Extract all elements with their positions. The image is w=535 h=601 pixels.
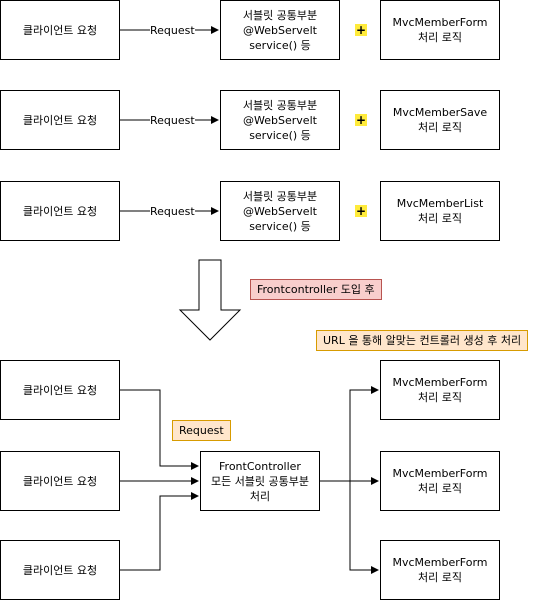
target-line: 처리 로직 (418, 212, 462, 225)
target-line: MvcMemberForm (392, 16, 488, 29)
transition-down-arrow (178, 259, 242, 341)
target-box-after-2: MvcMemberForm 처리 로직 (380, 451, 500, 511)
target-box-1: MvcMemberForm 처리 로직 (380, 0, 500, 60)
request-label-1: Request (150, 24, 195, 37)
servlet-line: @WebServelt (243, 113, 317, 127)
plus-sign-3: + (355, 204, 368, 218)
target-line: 처리 로직 (418, 571, 462, 584)
client-box-after-3: 클라이언트 요청 (0, 540, 120, 600)
servlet-line: 서블릿 공통부분 (242, 189, 318, 203)
servlet-line: service() 등 (249, 128, 311, 142)
frontcontroller-intro-tag: Frontcontroller 도입 후 (250, 279, 382, 300)
servlet-line: 서블릿 공통부분 (242, 98, 318, 112)
target-line: MvcMemberForm (392, 467, 488, 480)
servlet-box-2: 서블릿 공통부분 @WebServelt service() 등 (220, 90, 340, 150)
target-line: MvcMemberForm (392, 376, 488, 389)
request-label-3: Request (150, 205, 195, 218)
client-label: 클라이언트 요청 (22, 563, 98, 577)
servlet-line: @WebServelt (243, 204, 317, 218)
front-controller-box: FrontController 모든 서블릿 공통부분 처리 (200, 451, 320, 511)
target-box-after-1: MvcMemberForm 처리 로직 (380, 360, 500, 420)
client-box-after-1: 클라이언트 요청 (0, 360, 120, 420)
servlet-box-1: 서블릿 공통부분 @WebServelt service() 등 (220, 0, 340, 60)
target-line: 처리 로직 (418, 31, 462, 44)
client-box-3: 클라이언트 요청 (0, 181, 120, 241)
front-controller-line: 처리 (249, 489, 271, 503)
client-connector-3 (120, 492, 199, 571)
target-line: MvcMemberSave (392, 106, 488, 119)
servlet-line: @WebServelt (243, 23, 317, 37)
front-controller-line: 모든 서블릿 공통부분 (210, 474, 310, 488)
client-box-1: 클라이언트 요청 (0, 0, 120, 60)
target-line: 처리 로직 (418, 121, 462, 134)
target-line: 처리 로직 (418, 391, 462, 404)
client-box-after-2: 클라이언트 요청 (0, 451, 120, 511)
request-tag: Request (172, 420, 231, 441)
target-line: MvcMemberForm (392, 556, 488, 569)
plus-sign-2: + (355, 113, 368, 127)
client-label: 클라이언트 요청 (22, 204, 98, 218)
client-box-2: 클라이언트 요청 (0, 90, 120, 150)
target-line: 처리 로직 (418, 482, 462, 495)
client-label: 클라이언트 요청 (22, 474, 98, 488)
target-box-3: MvcMemberList 처리 로직 (380, 181, 500, 241)
target-box-after-3: MvcMemberForm 처리 로직 (380, 540, 500, 600)
front-controller-line: FrontController (219, 459, 301, 473)
servlet-line: service() 등 (249, 219, 311, 233)
client-label: 클라이언트 요청 (22, 113, 98, 127)
client-label: 클라이언트 요청 (22, 383, 98, 397)
servlet-box-3: 서블릿 공통부분 @WebServelt service() 등 (220, 181, 340, 241)
client-connector-1 (120, 389, 199, 470)
servlet-line: 서블릿 공통부분 (242, 8, 318, 22)
dispatch-arrow-1 (349, 386, 379, 481)
target-box-2: MvcMemberSave 처리 로직 (380, 90, 500, 150)
servlet-line: service() 등 (249, 38, 311, 52)
plus-sign-1: + (355, 23, 368, 37)
client-label: 클라이언트 요청 (22, 23, 98, 37)
request-label-2: Request (150, 114, 195, 127)
url-dispatch-tag: URL 을 통해 알맞는 컨트롤러 생성 후 처리 (316, 330, 529, 351)
target-line: MvcMemberList (396, 197, 484, 210)
dispatch-arrow-3 (349, 481, 379, 574)
